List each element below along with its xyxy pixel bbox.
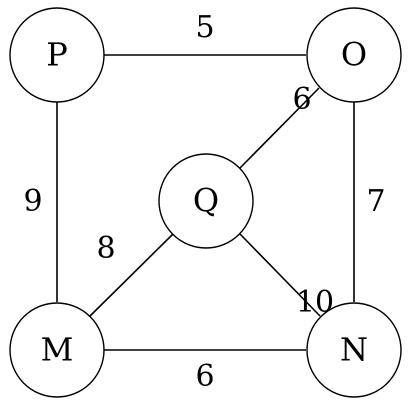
node-m: M: [9, 302, 105, 398]
weight-m-n: 6: [195, 359, 214, 394]
node-n-label: N: [340, 331, 368, 369]
node-m-label: M: [41, 331, 74, 369]
node-q: Q: [158, 153, 254, 249]
weight-q-n: 10: [296, 285, 334, 320]
edges: [56, 54, 355, 351]
node-q-circle: [158, 153, 254, 249]
node-p: P: [9, 7, 105, 103]
node-m-circle: [9, 302, 105, 398]
edge-m-q: [89, 233, 174, 317]
node-n-circle: [306, 302, 402, 398]
node-o: O: [306, 7, 402, 103]
weight-o-q: 6: [292, 82, 311, 117]
node-n: N: [306, 302, 402, 398]
node-o-circle: [306, 7, 402, 103]
node-p-circle: [9, 7, 105, 103]
weight-m-q: 8: [96, 231, 115, 266]
edge-q-n: [239, 233, 321, 317]
weight-o-n: 7: [366, 184, 385, 219]
node-p-label: P: [46, 36, 68, 74]
weight-p-o: 5: [195, 10, 214, 45]
edge-o-q: [239, 87, 320, 169]
weight-p-m: 9: [23, 184, 42, 219]
node-o-label: O: [341, 36, 367, 74]
node-q-label: Q: [193, 182, 219, 220]
edge-weights: 5 6 9 7 8 10 6: [23, 10, 385, 394]
